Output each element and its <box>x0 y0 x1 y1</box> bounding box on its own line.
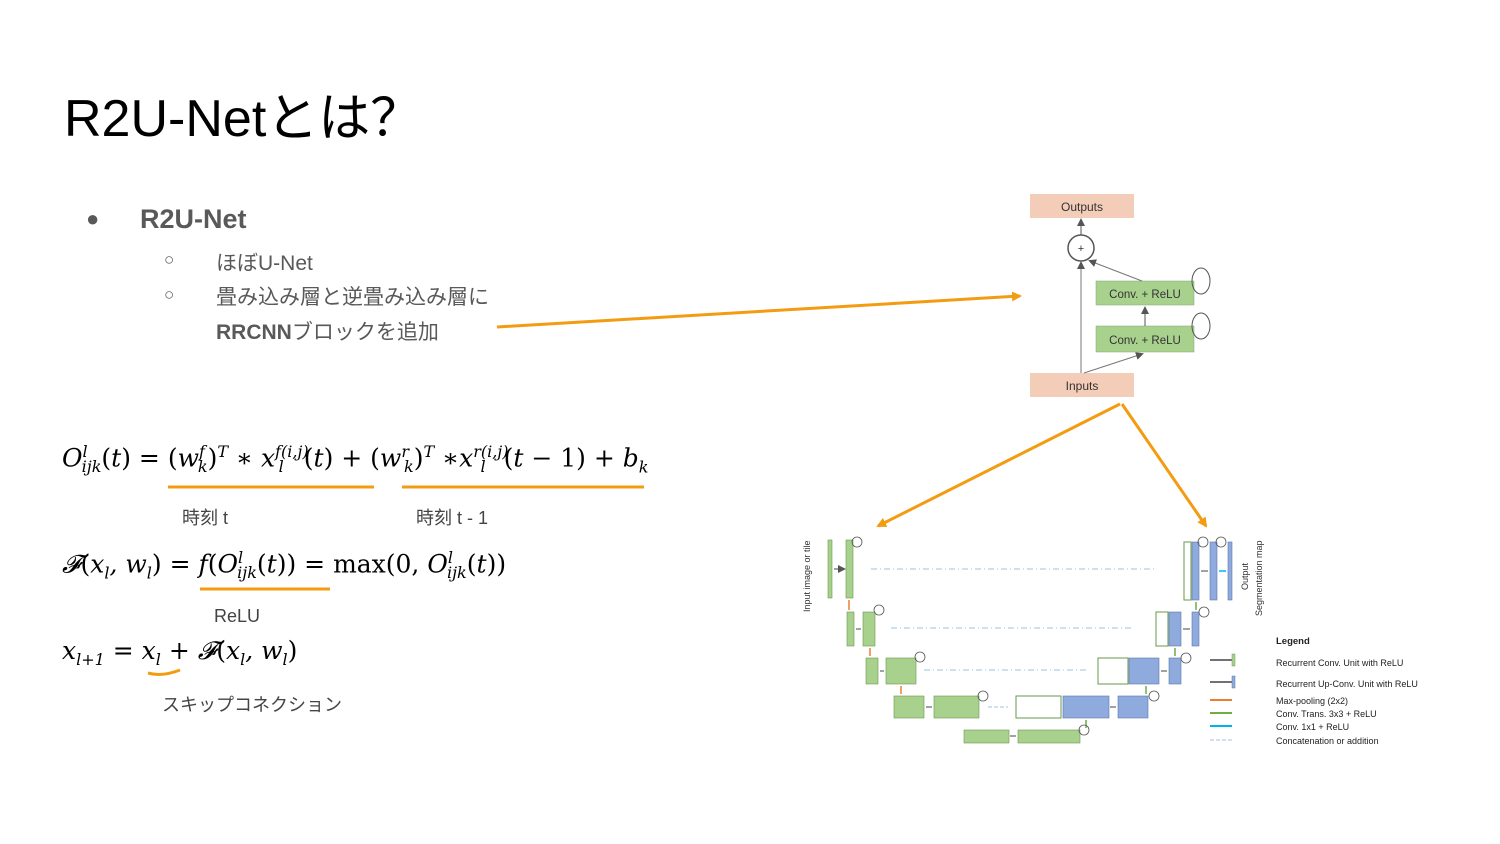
rrcnn-block-diagram: Outputs + Conv. + ReLU Conv. + ReLU Inpu… <box>1030 194 1211 397</box>
dec-concat-block <box>1015 695 1062 719</box>
caption-time-t-1: 時刻 t - 1 <box>416 508 489 528</box>
caption-time-t: 時刻 t <box>182 508 229 528</box>
legend: Legend Recurrent Conv. Unit with ReLU Re… <box>1210 636 1418 746</box>
dec-concat-block <box>1097 657 1129 685</box>
dec-block <box>1191 541 1200 601</box>
equation-skip: xl+1 = xl + 𝓕(xl, wl) <box>62 636 298 669</box>
enc-block <box>862 611 876 647</box>
dec-concat-block <box>1183 541 1192 601</box>
enc-block <box>893 695 925 719</box>
inputs-box <box>1030 373 1134 397</box>
bullet-dot: ● <box>86 206 100 231</box>
r2unet-architecture: Input image or tile Output Segmentation … <box>802 536 1264 744</box>
enc-block <box>865 657 879 685</box>
recurrent-loop-1 <box>1191 267 1211 295</box>
legend-item: Conv. 1x1 + ReLU <box>1276 722 1349 732</box>
dec-block <box>1062 695 1110 719</box>
bullet-sub1: ほぼU-Net <box>216 252 313 275</box>
bottleneck-block <box>1017 729 1081 744</box>
equation-relu: 𝓕(xl, wl) = f(Olijk(t)) = max(0, Olijk(t… <box>62 548 507 583</box>
legend-item: Max-pooling (2x2) <box>1276 696 1348 706</box>
legend-item: Concatenation or addition <box>1276 736 1379 746</box>
enc-block <box>845 539 854 599</box>
enc-block <box>933 695 980 719</box>
recurrent-loop-2 <box>1191 312 1211 340</box>
output-label: Output <box>1240 562 1250 590</box>
caption-relu: ReLU <box>214 606 261 626</box>
underline-skip <box>147 668 181 676</box>
dec-block <box>1191 611 1200 647</box>
bullet-sub2-rest: ブロックを追加 <box>291 321 439 344</box>
enc-block <box>885 657 917 685</box>
caption-skip-connection: スキップコネクション <box>162 695 342 715</box>
arrow-to-decoder <box>1120 403 1208 528</box>
legend-title: Legend <box>1276 636 1310 647</box>
outputs-box <box>1030 194 1134 218</box>
dec-block <box>1117 695 1149 719</box>
conv1-box <box>1095 280 1195 306</box>
conv2-box <box>1095 325 1195 353</box>
bottleneck-block <box>963 729 1010 744</box>
rrcnn-bold: RRCNN <box>216 321 292 344</box>
output-block <box>1227 541 1233 601</box>
input-label: Input image or tile <box>802 540 812 612</box>
arrow-to-encoder <box>876 402 1121 528</box>
dec-concat-block <box>1155 611 1169 647</box>
dec-block <box>1168 657 1182 685</box>
conv2-label: Conv. + ReLU <box>1109 335 1181 347</box>
sub-bullet-dot: ○ <box>164 250 175 269</box>
segmentation-label: Segmentation map <box>1254 540 1264 616</box>
sum-symbol: + <box>1078 243 1084 255</box>
slide-title: R2U-Netとは？ <box>64 90 423 148</box>
arrow-to-block <box>496 291 1022 329</box>
bullet-sub2-line2: RRCNNブロックを追加 <box>216 316 439 346</box>
conv1-label: Conv. + ReLU <box>1109 289 1181 301</box>
bullet-main: R2U-Net <box>140 204 247 234</box>
inputs-label: Inputs <box>1066 379 1099 393</box>
bullet-sub2-line1: 畳み込み層と逆畳み込み層に <box>216 286 489 309</box>
legend-item: Recurrent Up-Conv. Unit with ReLU <box>1276 679 1418 689</box>
enc-block <box>827 539 833 599</box>
legend-item: Conv. Trans. 3x3 + ReLU <box>1276 709 1377 719</box>
dec-block <box>1128 657 1160 685</box>
sub-bullet-dot: ○ <box>164 285 175 304</box>
legend-item: Recurrent Conv. Unit with ReLU <box>1276 658 1403 668</box>
dec-block <box>1168 611 1182 647</box>
outputs-label: Outputs <box>1061 200 1103 214</box>
equation-recurrent-conv: Olijk(t) = (wfk)T ∗ xf(i,j)l(t) + (wrk)T… <box>62 442 649 477</box>
dec-block <box>1209 541 1218 601</box>
enc-block <box>846 611 855 647</box>
